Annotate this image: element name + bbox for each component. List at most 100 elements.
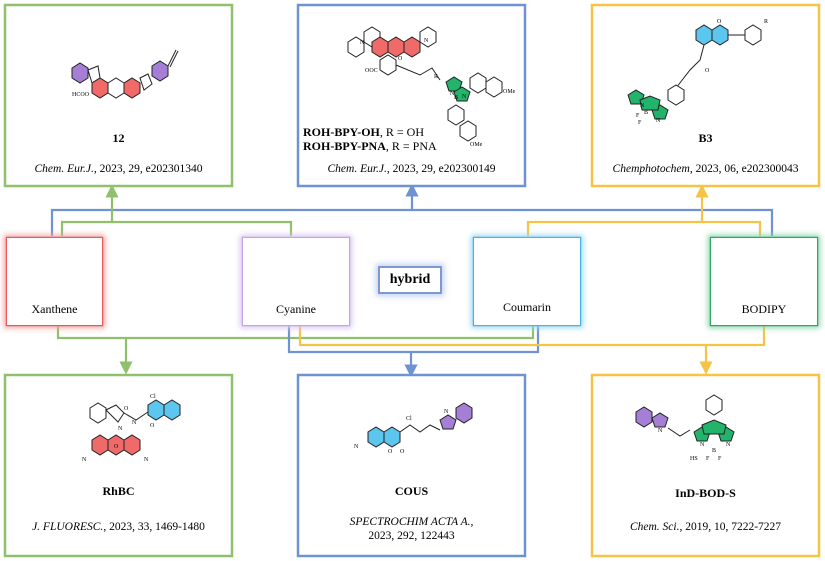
structure-b3-label: B bbox=[644, 110, 648, 116]
card-frame-cous bbox=[296, 373, 527, 558]
component-bodipy: BODIPY bbox=[711, 238, 817, 325]
structure-rhbc-label: N bbox=[144, 457, 149, 463]
reference-journal: Chemphotochem bbox=[612, 163, 690, 175]
reference-rhbc: J. FLUORESC., 2023, 33, 1469-1480 bbox=[5, 521, 232, 533]
structure-rohbpy-label: N bbox=[462, 94, 467, 100]
reference-journal: Chem. Sci. bbox=[629, 521, 680, 533]
compound-name-line: ROH-BPY-PNA, R = PNA bbox=[303, 139, 437, 153]
structure-cous-label: N bbox=[354, 444, 359, 450]
component-label-coumarin: Coumarin bbox=[503, 300, 551, 314]
structure-rhbc-label: N bbox=[132, 420, 137, 426]
hybrid-label: hybrid bbox=[378, 266, 442, 294]
component-cyanine: Cyanine bbox=[243, 238, 349, 325]
structure-rhbc bbox=[89, 399, 181, 456]
structure-12-labels: HCOO bbox=[72, 92, 90, 98]
card-frame-rohbpy bbox=[296, 3, 527, 188]
reference-cous-journal: SPECTROCHIM ACTA A., bbox=[349, 516, 474, 528]
connector-yellow-bottom bbox=[298, 325, 766, 347]
structure-cous-label: O bbox=[400, 449, 405, 455]
card-frame-rhbc bbox=[3, 373, 234, 558]
structure-12 bbox=[71, 49, 179, 99]
structure-cous-label: O bbox=[388, 449, 393, 455]
component-label-cyanine: Cyanine bbox=[276, 302, 316, 316]
structure-indbods-label: B bbox=[712, 448, 716, 454]
structure-cous-label: Cl bbox=[406, 416, 412, 422]
structure-b3-label: F bbox=[638, 120, 642, 126]
reference-details: , 2023, 29, e202301340 bbox=[93, 163, 203, 175]
card-cous: COUS SPECTROCHIM ACTA A., 2023, 292, 122… bbox=[298, 375, 525, 556]
structure-rohbpy-label: B bbox=[454, 95, 458, 101]
structure-indbods-label: N bbox=[726, 442, 731, 448]
structure-rhbc-label: N bbox=[82, 457, 87, 463]
structure-indbods-label: F bbox=[706, 456, 710, 462]
structure-rohbpy-label: OMe bbox=[470, 142, 483, 148]
reference-details: , 2019, 10, 7222-7227 bbox=[679, 521, 782, 533]
structure-b3-label: O bbox=[705, 68, 710, 74]
structure-rohbpy-labels: N O N OOC R N B N OMe OMe bbox=[360, 38, 516, 148]
structure-rohbpy-label: OOC bbox=[365, 68, 378, 74]
reference-journal: Chem. Eur.J. bbox=[327, 163, 387, 175]
compound-name-b3: B3 bbox=[698, 131, 713, 145]
structure-b3-label: N bbox=[656, 118, 661, 124]
card-b3: B3 Chemphotochem, 2023, 06, e202300043 bbox=[592, 5, 819, 186]
structure-rohbpy-label: OMe bbox=[503, 89, 516, 95]
component-xanthene: Xanthene bbox=[7, 238, 102, 325]
structure-rhbc-labels: O O N N Cl O N N bbox=[82, 394, 156, 463]
reference-rohbpy: Chem. Eur.J., 2023, 29, e202300149 bbox=[298, 163, 525, 175]
reference-b3: Chemphotochem, 2023, 06, e202300043 bbox=[592, 163, 819, 175]
component-label-bodipy: BODIPY bbox=[741, 302, 787, 316]
structure-cous-label: N bbox=[444, 409, 449, 415]
structure-indbods-label: N bbox=[658, 428, 663, 434]
structure-b3-label: O bbox=[717, 19, 722, 25]
structure-indbods-label: N bbox=[700, 442, 705, 448]
component-label-xanthene: Xanthene bbox=[31, 302, 78, 316]
connector-blue-bottom bbox=[287, 325, 540, 354]
structure-rhbc-label: O bbox=[150, 423, 155, 429]
component-coumarin: Coumarin bbox=[474, 238, 580, 325]
card-indbods: InD-BOD-S Chem. Sci., 2019, 10, 7222-722… bbox=[592, 375, 819, 556]
structure-b3-label: F bbox=[636, 113, 640, 119]
bottom-connectors bbox=[56, 325, 766, 378]
structure-rohbpy-label: N bbox=[424, 38, 429, 44]
structure-b3 bbox=[627, 24, 762, 120]
reference-indbods: Chem. Sci., 2019, 10, 7222-7227 bbox=[592, 521, 819, 533]
compound-name-rhbc: RhBC bbox=[102, 484, 135, 498]
compound-name-line: ROH-BPY-OH, R = OH bbox=[303, 125, 425, 139]
top-connectors bbox=[50, 183, 774, 236]
compound-name-cous: COUS bbox=[394, 484, 429, 498]
connector-yellow-top bbox=[526, 220, 762, 236]
structure-indbods bbox=[635, 394, 735, 442]
structure-indbods-labels: N HS N B F F N bbox=[658, 428, 731, 462]
structure-cous bbox=[367, 402, 473, 448]
structure-rhbc-label: Cl bbox=[150, 394, 156, 400]
structure-rohbpy-label: N bbox=[360, 40, 365, 46]
structure-rohbpy-label: R bbox=[434, 74, 438, 80]
reference-details: , 2023, 29, e202300149 bbox=[386, 163, 496, 175]
reference-journal: Chem. Eur.J. bbox=[34, 163, 94, 175]
structure-rhbc-label: O bbox=[124, 406, 129, 412]
structure-rhbc-label: N bbox=[118, 426, 123, 432]
structure-12-label: HCOO bbox=[72, 92, 90, 98]
structure-rhbc-label: O bbox=[114, 444, 119, 450]
compound-name-12: 12 bbox=[112, 131, 125, 145]
structure-rohbpy bbox=[347, 26, 503, 142]
reference-details: , 2023, 33, 1469-1480 bbox=[103, 521, 205, 533]
compound-names-rohbpy: ROH-BPY-OH, R = OH ROH-BPY-PNA, R = PNA bbox=[303, 125, 437, 153]
reference-journal: J. FLUORESC. bbox=[32, 521, 104, 533]
structure-b3-label: R bbox=[764, 19, 768, 25]
structure-cous-labels: Cl N O O N bbox=[354, 409, 449, 455]
connector-green-bottom bbox=[56, 325, 535, 340]
reference-12: Chem. Eur.J., 2023, 29, e202301340 bbox=[5, 163, 232, 175]
structure-rohbpy-label: N bbox=[450, 91, 455, 97]
structure-indbods-label: HS bbox=[690, 456, 698, 462]
card-rhbc: RhBC J. FLUORESC., 2023, 33, 1469-1480 bbox=[5, 375, 232, 556]
structure-b3-labels: O R O F B N N F bbox=[636, 19, 768, 126]
reference-details: , 2023, 06, e202300043 bbox=[689, 163, 799, 175]
reference-cous-details: 2023, 292, 122443 bbox=[368, 530, 455, 542]
connector-green-top bbox=[60, 220, 293, 236]
card-rohbpy: ROH-BPY-OH, R = OH ROH-BPY-PNA, R = PNA … bbox=[298, 5, 525, 186]
structure-b3-label: N bbox=[640, 103, 645, 109]
compound-name-indbods: InD-BOD-S bbox=[675, 486, 736, 500]
card-12: 12 Chem. Eur.J., 2023, 29, e202301340 bbox=[5, 5, 232, 186]
